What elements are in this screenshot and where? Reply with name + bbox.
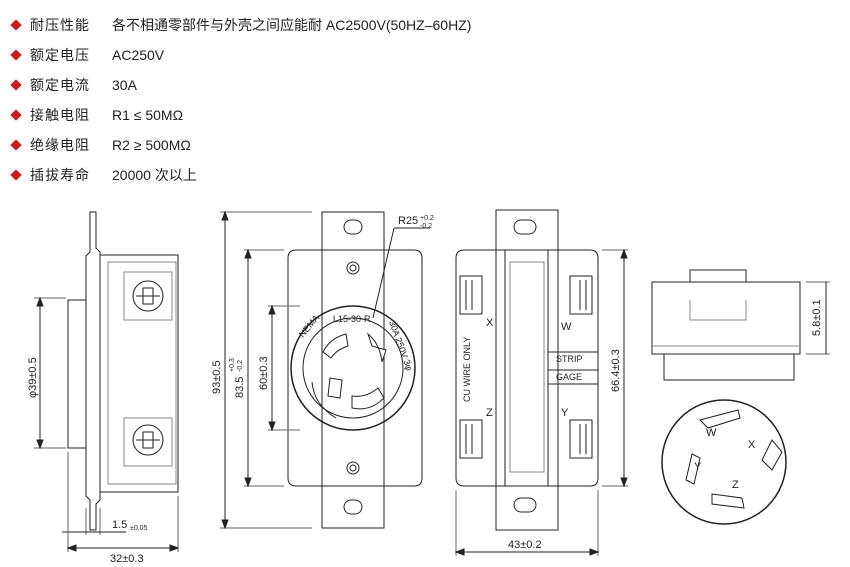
spec-list: 耐压性能 各不相通零部件与外壳之间应能耐 AC2500V(50HZ–60HZ) … — [10, 10, 830, 190]
terminal-icon — [459, 275, 483, 315]
spec-value: R1 ≤ 50MΩ — [112, 107, 184, 123]
spec-label: 绝缘电阻 — [30, 137, 90, 153]
spec-row-rated-voltage: 额定电压 AC250V — [10, 40, 830, 70]
dim-66-4: 66.4±0.3 — [610, 349, 622, 392]
spec-row-plug-life: 插拔寿命 20000 次以上 — [10, 160, 830, 190]
dim-1-5-tol: ±0.05 — [130, 525, 148, 532]
dim-r25-tol-up: +0.2 — [420, 215, 434, 222]
dim-93: 93±0.5 — [211, 360, 223, 394]
gage-label: GAGE — [556, 372, 582, 382]
screw-icon — [123, 417, 173, 467]
pin-z-label: Z — [732, 479, 739, 491]
spec-label: 插拔寿命 — [30, 167, 90, 183]
terminal-z-label: Z — [486, 407, 493, 419]
spec-value: 各不相通零部件与外壳之间应能耐 AC2500V(50HZ–60HZ) — [112, 17, 472, 33]
spec-row-rated-current: 额定电流 30A — [10, 70, 830, 100]
dim-83-5-tol-up: +0.3 — [229, 358, 236, 372]
spec-label: 额定电压 — [30, 47, 90, 63]
dim-83-5: 83.5 — [234, 377, 246, 398]
spec-row-voltage-withstand: 耐压性能 各不相通零部件与外壳之间应能耐 AC2500V(50HZ–60HZ) — [10, 10, 830, 40]
spec-value: 30A — [112, 77, 137, 93]
spec-value: 20000 次以上 — [112, 167, 197, 183]
terminal-icon — [459, 419, 483, 459]
spec-label: 耐压性能 — [30, 17, 90, 33]
pin-y-label: Y — [694, 461, 702, 473]
spec-value: AC250V — [112, 47, 165, 63]
side-view — [34, 211, 180, 552]
spec-label: 额定电流 — [30, 77, 90, 93]
terminal-icon — [569, 419, 593, 459]
profile-view — [651, 269, 830, 381]
cu-wire-label: CU WIRE ONLY — [462, 337, 472, 402]
nema-label: NEMA — [297, 313, 321, 339]
spec-label: 接触电阻 — [30, 107, 90, 123]
back-view: STRIP GAGE CU WIRE ONLY X W Z Y — [454, 209, 628, 556]
plug-face-view: W X Y Z — [661, 399, 787, 525]
strip-label: STRIP — [556, 354, 583, 364]
front-view: NEMA L15-30-R 30A 250V 3φ — [220, 210, 430, 530]
model-label: L15-30-R — [333, 314, 371, 324]
dim-83-5-tol-down: -0.2 — [237, 360, 244, 372]
dim-1-5: 1.5 — [112, 519, 127, 531]
dim-60: 60±0.3 — [258, 356, 270, 390]
spec-row-contact-resistance: 接触电阻 R1 ≤ 50MΩ — [10, 100, 830, 130]
terminal-w-label: W — [561, 321, 572, 333]
spec-value: R2 ≥ 500MΩ — [112, 137, 191, 153]
terminal-x-label: X — [486, 317, 494, 329]
pin-x-label: X — [748, 439, 756, 451]
terminal-icon — [569, 275, 593, 315]
dim-r25: R25 — [398, 215, 418, 227]
dim-32: 32±0.3 — [110, 553, 144, 565]
spec-row-insulation-resistance: 绝缘电阻 R2 ≥ 500MΩ — [10, 130, 830, 160]
screw-icon — [123, 271, 173, 321]
pin-w-label: W — [706, 427, 717, 439]
dim-r25-tol-down: -0.2 — [420, 223, 432, 230]
dim-43: 43±0.2 — [508, 539, 542, 551]
dim-5-8: 5.8±0.1 — [811, 299, 823, 336]
terminal-y-label: Y — [561, 407, 569, 419]
dim-phi39: φ39±0.5 — [27, 357, 39, 398]
